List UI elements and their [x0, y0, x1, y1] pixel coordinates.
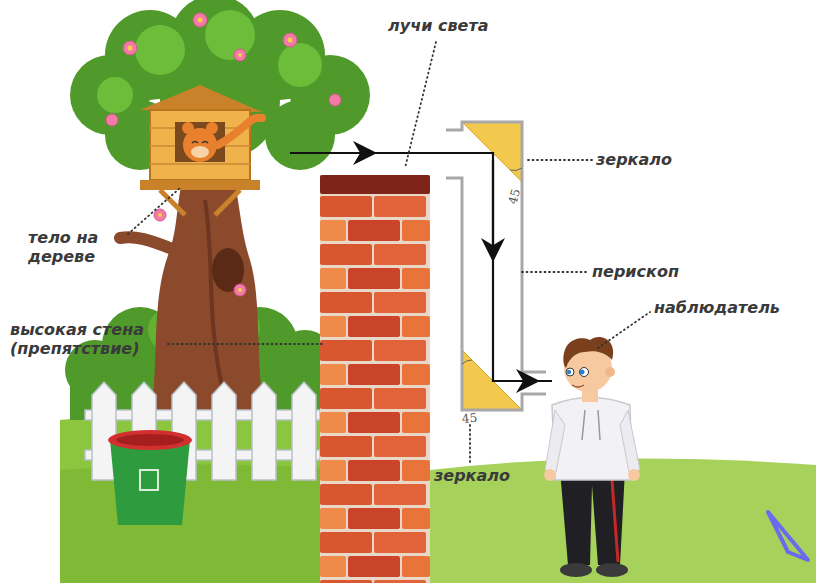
brick: [320, 196, 372, 217]
bin: [108, 430, 192, 525]
brick: [320, 316, 346, 337]
brick: [320, 460, 346, 481]
brick-wall: [320, 175, 430, 583]
brick: [402, 316, 430, 337]
brick: [320, 340, 372, 361]
brick: [402, 460, 430, 481]
brick: [402, 556, 430, 577]
light-ray: [290, 153, 552, 381]
periscope-label: перископ: [592, 262, 702, 281]
brick: [320, 388, 372, 409]
brick: [348, 556, 400, 577]
watermark: [768, 512, 808, 560]
brick: [402, 268, 430, 289]
ground: [60, 411, 816, 583]
observer-label: наблюдатель: [654, 298, 794, 317]
brick: [374, 196, 426, 217]
brick: [374, 340, 426, 361]
treehouse: [140, 85, 262, 215]
brick: [348, 364, 400, 385]
brick: [320, 364, 346, 385]
brick: [374, 580, 426, 583]
wall-label: высокая стена (препятствие): [10, 320, 178, 358]
brick: [374, 532, 426, 553]
brick: [320, 268, 346, 289]
brick: [402, 412, 430, 433]
brick: [374, 436, 426, 457]
brick: [320, 484, 372, 505]
brick: [320, 436, 372, 457]
brick: [320, 220, 346, 241]
brick: [348, 412, 400, 433]
angle-label: 45: [461, 411, 486, 426]
brick: [320, 580, 372, 583]
brick: [348, 460, 400, 481]
brick: [402, 220, 430, 241]
brick: [320, 532, 372, 553]
brick: [348, 316, 400, 337]
brick: [348, 508, 400, 529]
brick: [320, 175, 430, 194]
brick: [374, 388, 426, 409]
brick: [402, 364, 430, 385]
periscope: [446, 122, 546, 410]
object-label: тело на дереве: [28, 228, 136, 266]
brick: [320, 292, 372, 313]
brick: [374, 292, 426, 313]
brick: [348, 268, 400, 289]
brick: [320, 244, 372, 265]
mirror-label: зеркало: [434, 466, 544, 485]
brick: [402, 508, 430, 529]
ray-label: лучи света: [388, 16, 528, 35]
brick: [374, 244, 426, 265]
leader-lines: [128, 42, 650, 462]
brick: [348, 220, 400, 241]
mirror-label: зеркало: [596, 150, 706, 169]
observer-figure: [544, 337, 640, 577]
brick: [320, 556, 346, 577]
brick: [320, 508, 346, 529]
brick: [320, 412, 346, 433]
brick: [374, 484, 426, 505]
